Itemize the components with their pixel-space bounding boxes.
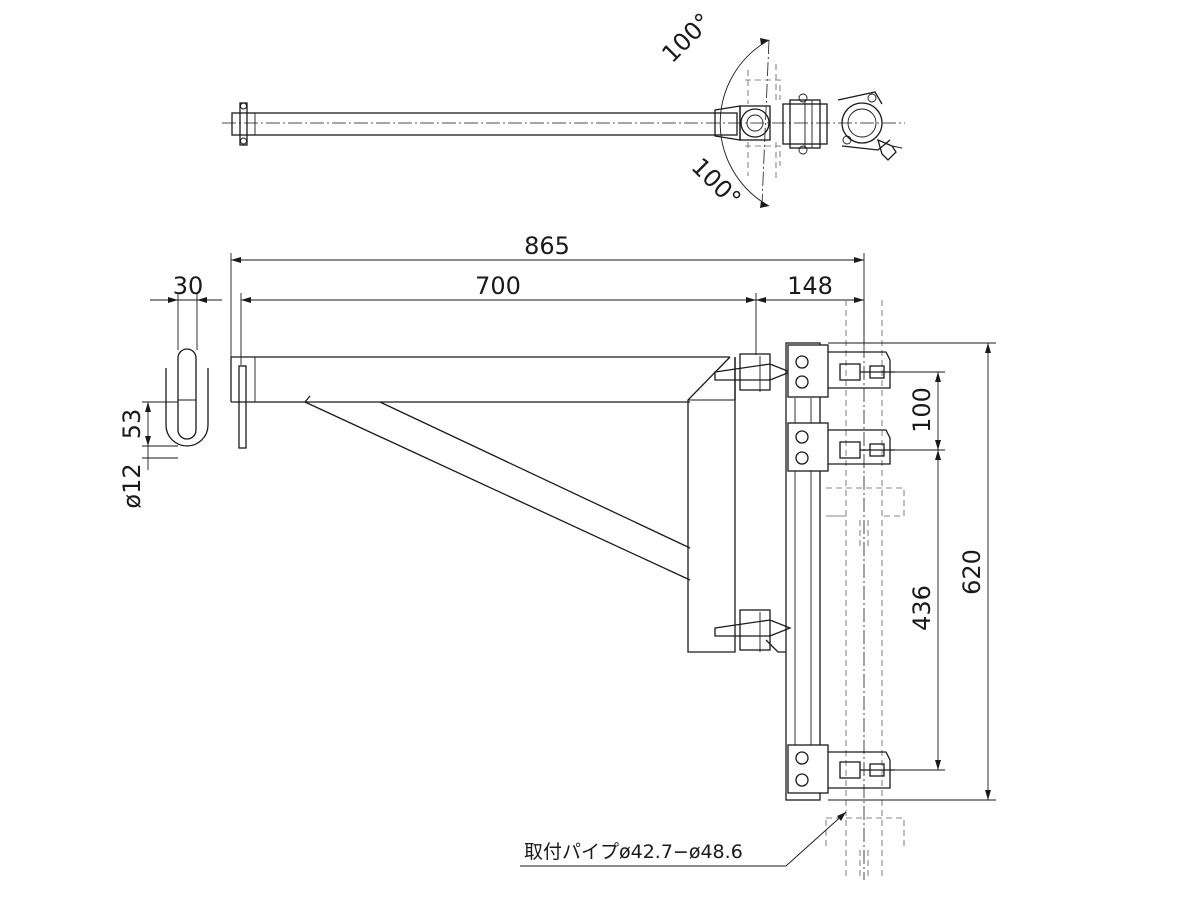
- dim-arm-length: 700: [475, 272, 521, 300]
- dim-clamp-pitch-main: 436: [908, 585, 936, 631]
- mounting-pipe-label: 取付パイプø42.7−ø48.6: [524, 841, 743, 863]
- dim-pin-width: 30: [173, 272, 204, 300]
- dim-pin-height: 53: [118, 409, 146, 440]
- dim-clamp-offset: 148: [787, 272, 833, 300]
- clamp-bottom: [787, 744, 895, 794]
- clamp-middle: [787, 422, 895, 472]
- angle-lower-label: 100°: [686, 152, 747, 213]
- dim-overall-height: 620: [958, 549, 986, 595]
- dim-overall-width: 865: [524, 232, 570, 260]
- dim-clamp-pitch-top: 100: [908, 387, 936, 433]
- angle-upper-label: 100°: [656, 8, 717, 69]
- mounting-pipe-callout: 取付パイプø42.7−ø48.6: [520, 811, 847, 867]
- vertical-dimensions: 100 436 620: [828, 342, 996, 801]
- dim-pin-diameter: ø12: [118, 463, 146, 508]
- top-view: 100° 100°: [222, 8, 905, 213]
- horizontal-dimensions: 865 700 148: [230, 232, 865, 365]
- pin-detail: 30 53 ø12: [118, 272, 222, 509]
- side-view: [230, 300, 905, 880]
- clamp-top: [787, 344, 895, 398]
